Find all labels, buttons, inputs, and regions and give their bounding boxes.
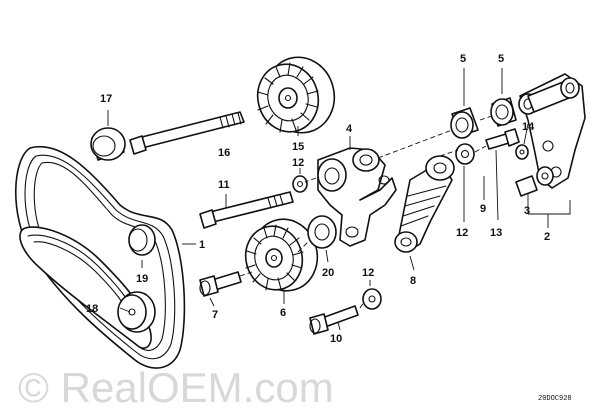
callout-4: 4: [346, 123, 353, 135]
diagram-code: 20DOC928: [538, 395, 572, 403]
damper-8[interactable]: [394, 155, 455, 253]
callout-5a: 5: [460, 53, 466, 65]
callout-5b: 5: [498, 53, 504, 65]
callout-15: 15: [292, 141, 304, 153]
bolt-11[interactable]: [199, 191, 294, 229]
callout-10: 10: [330, 333, 342, 345]
washer-12-right[interactable]: [455, 143, 475, 165]
bush-5-right[interactable]: [490, 97, 517, 127]
callout-20: 20: [322, 267, 334, 279]
callout-14: 14: [522, 121, 535, 133]
callout-1: 1: [199, 239, 205, 251]
callout-12-right: 12: [456, 227, 468, 239]
bolt-7[interactable]: [199, 271, 242, 297]
callout-9: 9: [480, 203, 486, 215]
callout-17: 17: [100, 93, 112, 105]
bolt-16[interactable]: [129, 111, 245, 155]
bracket-2[interactable]: [518, 73, 586, 189]
washer-14[interactable]: [515, 144, 529, 160]
callout-11: 11: [218, 179, 230, 191]
bolt-3[interactable]: [515, 166, 554, 197]
pulley-18[interactable]: [117, 291, 156, 333]
washer-12-bottom[interactable]: [362, 288, 382, 310]
callout-8: 8: [410, 275, 416, 287]
callout-7: 7: [212, 309, 218, 321]
callout-3: 3: [524, 205, 530, 217]
leader-lines: [107, 68, 571, 331]
callout-18: 18: [86, 303, 98, 315]
callout-19: 19: [136, 273, 148, 285]
callout-12-bottom: 12: [362, 267, 374, 279]
bolt-10[interactable]: [309, 305, 359, 335]
callout-2: 2: [544, 231, 550, 243]
watermark: © RealOEM.com: [18, 364, 334, 411]
bush-5-left[interactable]: [450, 107, 479, 139]
callout-6: 6: [280, 307, 286, 319]
cap-17[interactable]: [90, 127, 126, 161]
assembly-lines: [239, 115, 493, 309]
callout-labels: 1 2 3 4 5 5 6 7 8 9 10 11 12 12 12 13 14…: [86, 53, 550, 345]
drive-belt[interactable]: [15, 145, 186, 369]
callout-12-top: 12: [292, 157, 304, 169]
spacer-20[interactable]: [307, 215, 337, 249]
roller-19[interactable]: [128, 224, 156, 256]
pulley-6[interactable]: [239, 212, 326, 298]
callout-16: 16: [218, 147, 230, 159]
callout-13: 13: [490, 227, 502, 239]
bolt-13[interactable]: [485, 128, 520, 150]
tensioner-arm-4[interactable]: [317, 147, 397, 247]
washer-12-top[interactable]: [292, 175, 308, 193]
pulley-15[interactable]: [250, 49, 342, 140]
